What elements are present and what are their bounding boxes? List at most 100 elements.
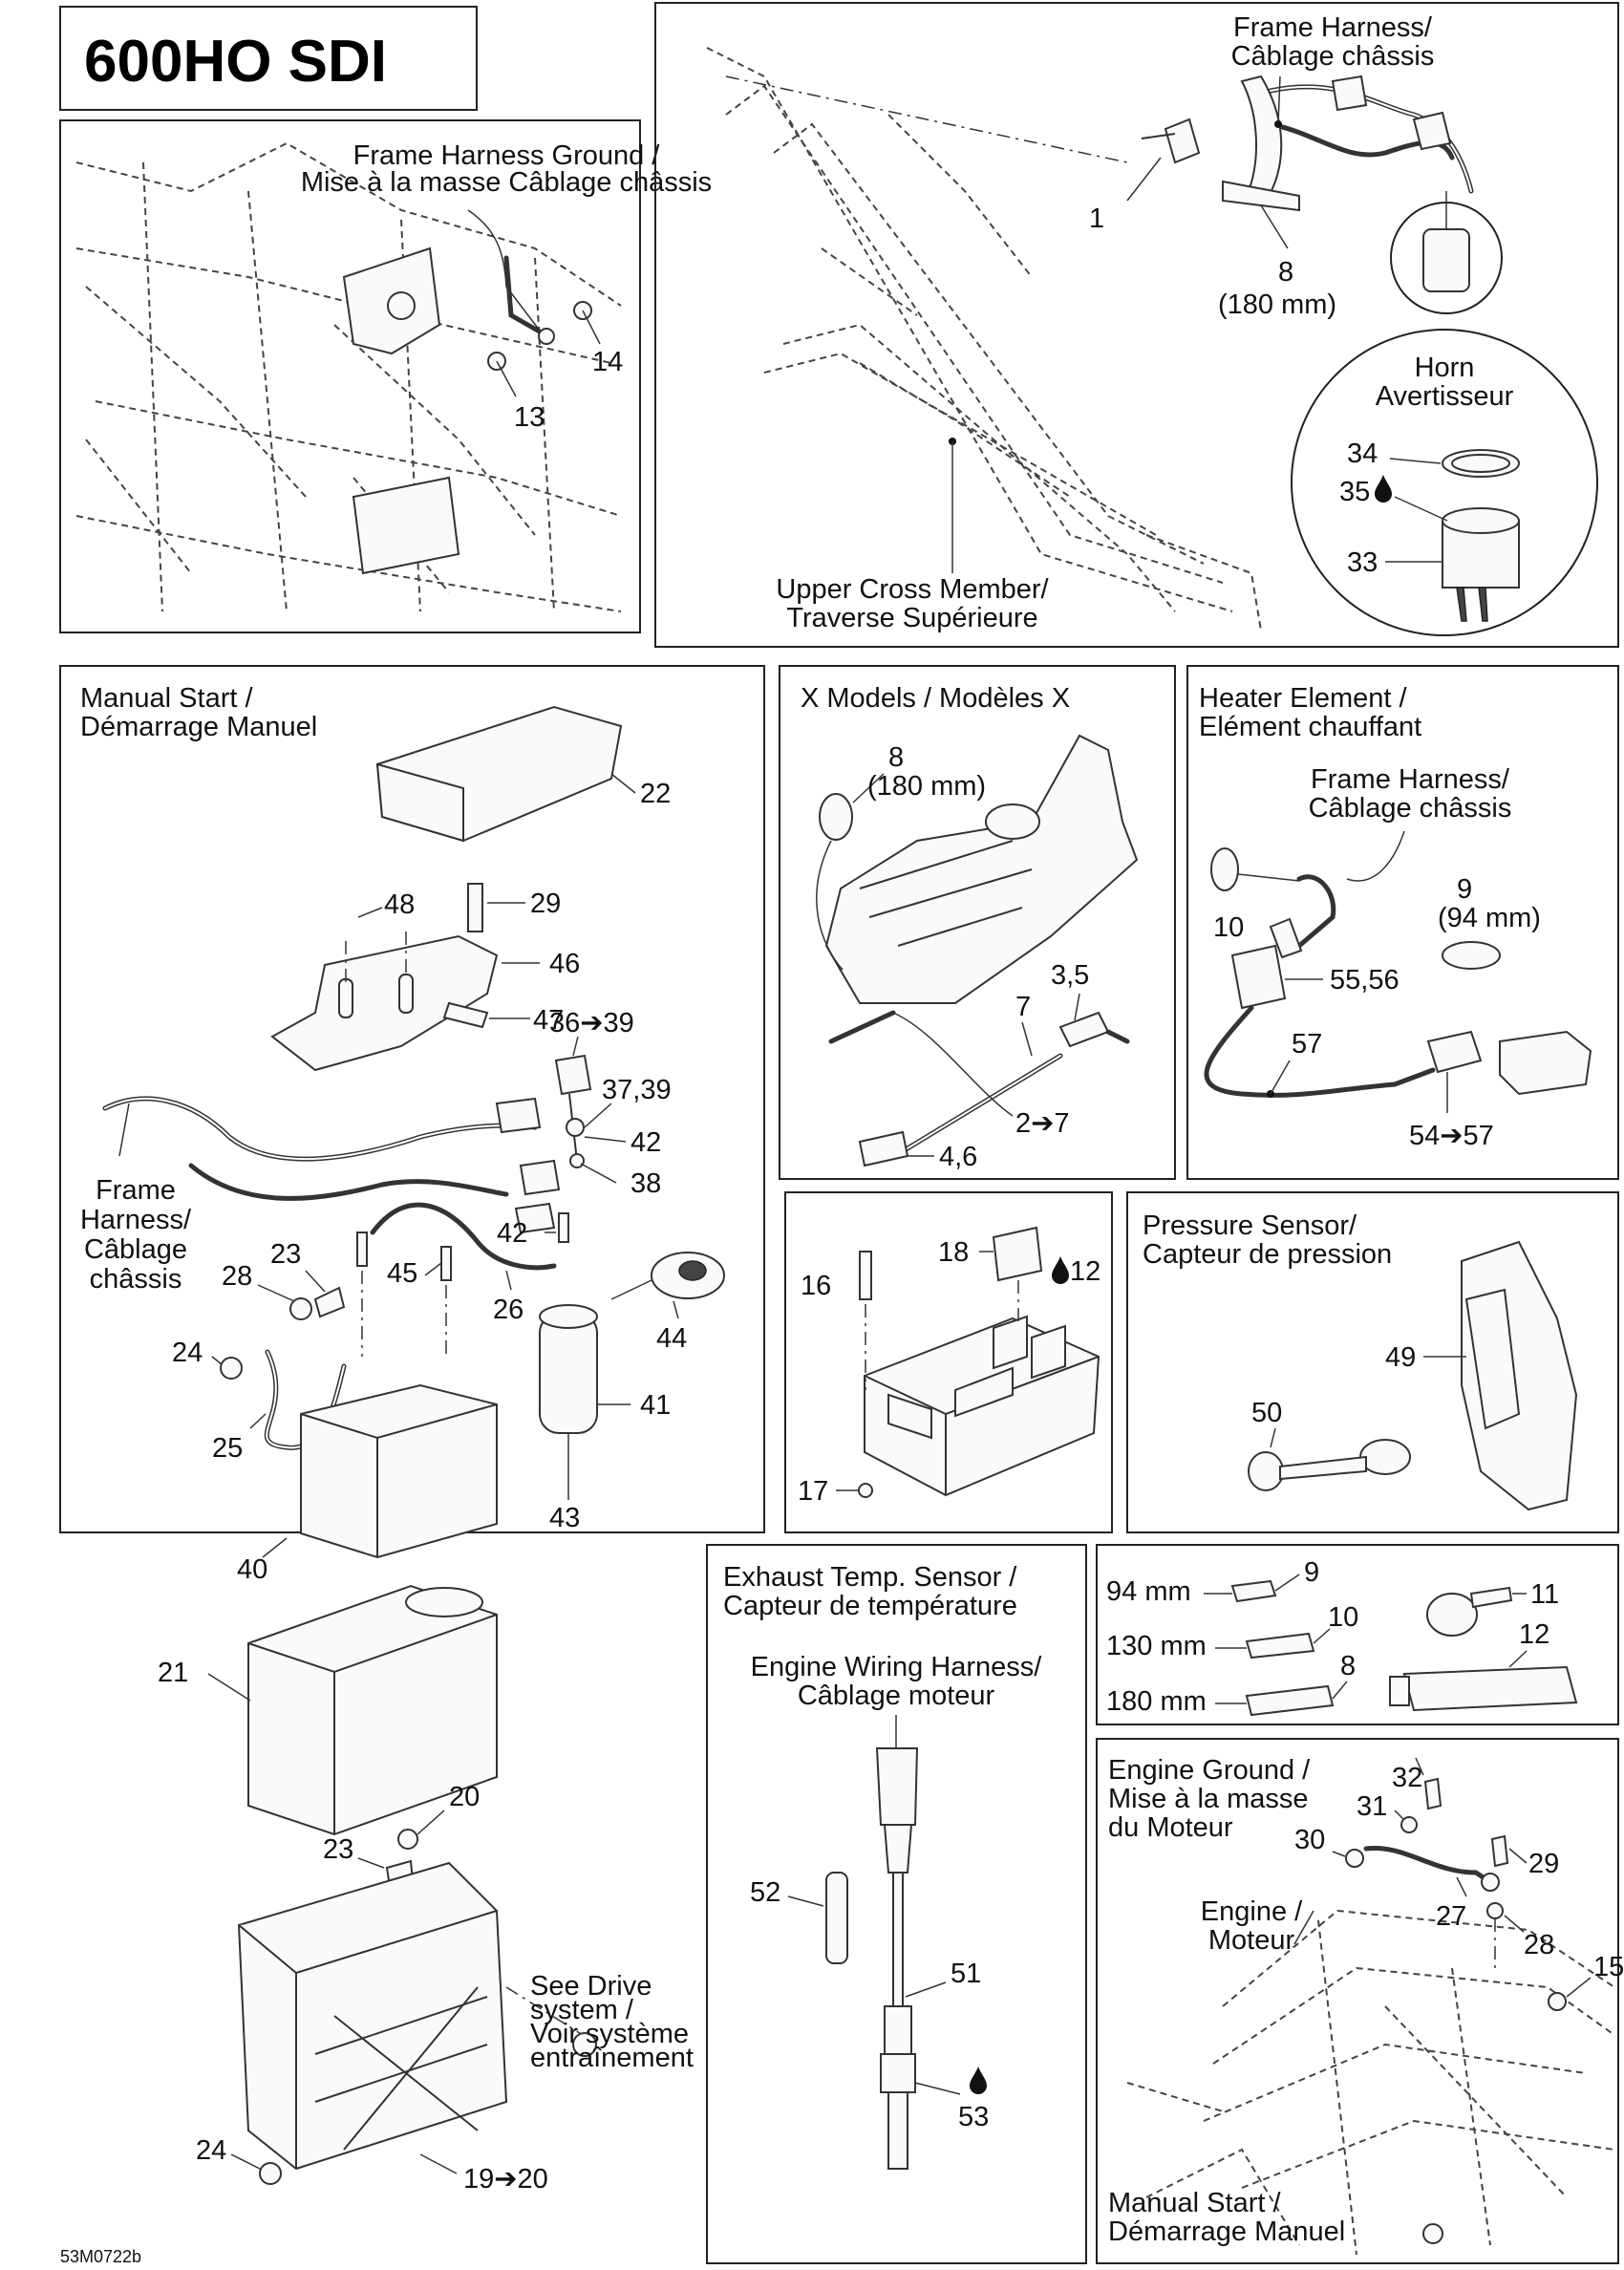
heater-grip bbox=[1499, 1030, 1592, 1096]
callout-9-length: (94 mm) bbox=[1438, 903, 1541, 933]
callout-x-8-length: (180 mm) bbox=[867, 771, 986, 802]
connector-4-6 bbox=[858, 1130, 909, 1167]
frame-harness-ms-line3: Câblage bbox=[84, 1234, 187, 1265]
drawing-code: 53M0722b bbox=[60, 2247, 141, 2266]
manual-start-caption-line2: Démarrage Manuel bbox=[80, 712, 317, 742]
frame-harness-ms-line1: Frame bbox=[96, 1175, 176, 1206]
callout-12-tube: 12 bbox=[1519, 1619, 1549, 1650]
sensor-probe bbox=[887, 2091, 908, 2170]
diagram-title: 600HO SDI bbox=[84, 29, 387, 95]
callout-44: 44 bbox=[656, 1323, 687, 1354]
ground-27-ring bbox=[1481, 1873, 1500, 1892]
pressure-caption-line1: Pressure Sensor/ bbox=[1143, 1210, 1357, 1241]
callout-32: 32 bbox=[1392, 1763, 1422, 1793]
sensor-3-5 bbox=[1058, 1011, 1110, 1048]
nut-24-top bbox=[220, 1357, 243, 1380]
callout-20: 20 bbox=[449, 1782, 480, 1812]
callout-54-57: 54➔57 bbox=[1409, 1121, 1494, 1151]
tie-size-180: 180 mm bbox=[1106, 1686, 1207, 1717]
callout-37-39: 37,39 bbox=[602, 1075, 672, 1105]
horn-caption-line1: Horn bbox=[1415, 353, 1475, 383]
exhaust-panel: Exhaust Temp. Sensor / Capteur de tempér… bbox=[706, 1544, 1087, 2264]
callout-41: 41 bbox=[640, 1390, 671, 1421]
callout-40: 40 bbox=[237, 1554, 267, 1585]
connector-55-56a bbox=[1269, 917, 1303, 959]
exhaust-caption-line2: Capteur de température bbox=[723, 1591, 1017, 1621]
fuse-box-panel: 18 12 16 17 bbox=[784, 1191, 1113, 1533]
engine-caption-line2: Moteur bbox=[1208, 1925, 1295, 1956]
callout-11: 11 bbox=[1530, 1579, 1559, 1610]
heater-element-57 bbox=[1426, 1030, 1483, 1074]
engine-harness-caption-line2: Câblage moteur bbox=[798, 1681, 995, 1711]
callout-51: 51 bbox=[951, 1959, 981, 1989]
battery-support-19 bbox=[237, 1861, 508, 2171]
x-models-caption: X Models / Modèles X bbox=[801, 683, 1070, 714]
cable-tie-8 bbox=[1222, 180, 1300, 212]
frame-ground-caption-line1: Frame Harness Ground / bbox=[353, 140, 661, 171]
washer-28b bbox=[1486, 1902, 1504, 1919]
harness-connector-1 bbox=[1331, 75, 1368, 112]
grease-tube-12 bbox=[1402, 1665, 1578, 1712]
heater-panel: Heater Element / Elément chauffant Frame… bbox=[1186, 665, 1619, 1180]
tie-callout-10: 10 bbox=[1328, 1602, 1358, 1633]
callout-50: 50 bbox=[1251, 1398, 1282, 1428]
clamp-11 bbox=[1426, 1593, 1478, 1637]
bolt-23 bbox=[313, 1286, 346, 1318]
sensor-thread bbox=[880, 2053, 916, 2093]
tie-10 bbox=[1245, 1632, 1315, 1660]
callout-47: 47 bbox=[533, 1005, 564, 1036]
callout-19-20: 19➔20 bbox=[463, 2164, 548, 2195]
tie-8 bbox=[1245, 1684, 1335, 1717]
callout-14: 14 bbox=[592, 347, 623, 377]
callout-3-5: 3,5 bbox=[1051, 960, 1089, 991]
rivet-48b bbox=[398, 974, 414, 1014]
heater-caption-line1: Heater Element / bbox=[1199, 683, 1408, 714]
callout-4-6: 4,6 bbox=[939, 1142, 977, 1172]
engine-harness-caption-line1: Engine Wiring Harness/ bbox=[751, 1652, 1043, 1682]
callout-24-bottom: 24 bbox=[196, 2135, 226, 2166]
callout-18: 18 bbox=[938, 1237, 969, 1268]
callout-49: 49 bbox=[1385, 1342, 1416, 1373]
engine-ground-panel: Engine Ground / Mise à la masse du Moteu… bbox=[1096, 1738, 1624, 2264]
callout-36-39: 36➔39 bbox=[549, 1008, 634, 1039]
frame-ground-caption-line2: Mise à la masse Câblage châssis bbox=[301, 167, 712, 198]
callout-48: 48 bbox=[384, 889, 415, 920]
callout-52: 52 bbox=[750, 1877, 780, 1908]
cable-ties-panel: 94 mm 9 130 mm 10 180 mm 8 11 12 bbox=[1096, 1544, 1619, 1725]
relay-connector bbox=[495, 1097, 542, 1134]
callout-42-top: 42 bbox=[630, 1127, 661, 1158]
screw-29b bbox=[1490, 1834, 1509, 1868]
exhaust-caption-line1: Exhaust Temp. Sensor / bbox=[723, 1562, 1017, 1593]
heater-caption-line2: Elément chauffant bbox=[1199, 712, 1421, 742]
capacitor-41 bbox=[539, 1313, 598, 1434]
cross-member-caption-line1: Upper Cross Member/ bbox=[776, 574, 1049, 605]
cross-member-caption-line2: Traverse Supérieure bbox=[786, 603, 1037, 633]
tie-callout-9: 9 bbox=[1304, 1557, 1319, 1588]
cable-tie-10 bbox=[1210, 847, 1239, 891]
manual-start-panel: Manual Start / Démarrage Manuel 22 48 29… bbox=[59, 665, 765, 2195]
callout-12-fuse: 12 bbox=[1070, 1256, 1100, 1287]
relay-18 bbox=[992, 1226, 1043, 1282]
engine-ground-caption-line1: Engine Ground / bbox=[1108, 1755, 1311, 1786]
callout-24-top: 24 bbox=[172, 1338, 203, 1368]
harness-main bbox=[1240, 75, 1283, 203]
callout-26: 26 bbox=[493, 1295, 524, 1325]
screw-16 bbox=[859, 1251, 872, 1300]
frame-top-panel: Frame Harness/ Câblage châssis 1 8 (180 … bbox=[654, 2, 1619, 648]
callout-x-7: 7 bbox=[1015, 992, 1031, 1022]
frame-ground-panel: Frame Harness Ground / Mise à la masse C… bbox=[59, 119, 712, 633]
x-models-panel: X Models / Modèles X 8 (180 mm) 3,5 7 2➔… bbox=[779, 665, 1176, 1180]
washer-28 bbox=[289, 1297, 312, 1320]
callout-35: 35 bbox=[1339, 477, 1370, 507]
connector-55-56b bbox=[1230, 944, 1287, 1010]
callout-21: 21 bbox=[158, 1658, 188, 1688]
tie-size-94: 94 mm bbox=[1106, 1576, 1191, 1607]
screw-29 bbox=[467, 883, 483, 932]
callout-46: 46 bbox=[549, 949, 580, 979]
nut-20 bbox=[397, 1829, 418, 1850]
engine-manual-caption-line2: Démarrage Manuel bbox=[1108, 2216, 1345, 2247]
screw-1 bbox=[1164, 118, 1201, 164]
callout-45: 45 bbox=[387, 1258, 417, 1289]
callout-13: 13 bbox=[514, 402, 545, 433]
